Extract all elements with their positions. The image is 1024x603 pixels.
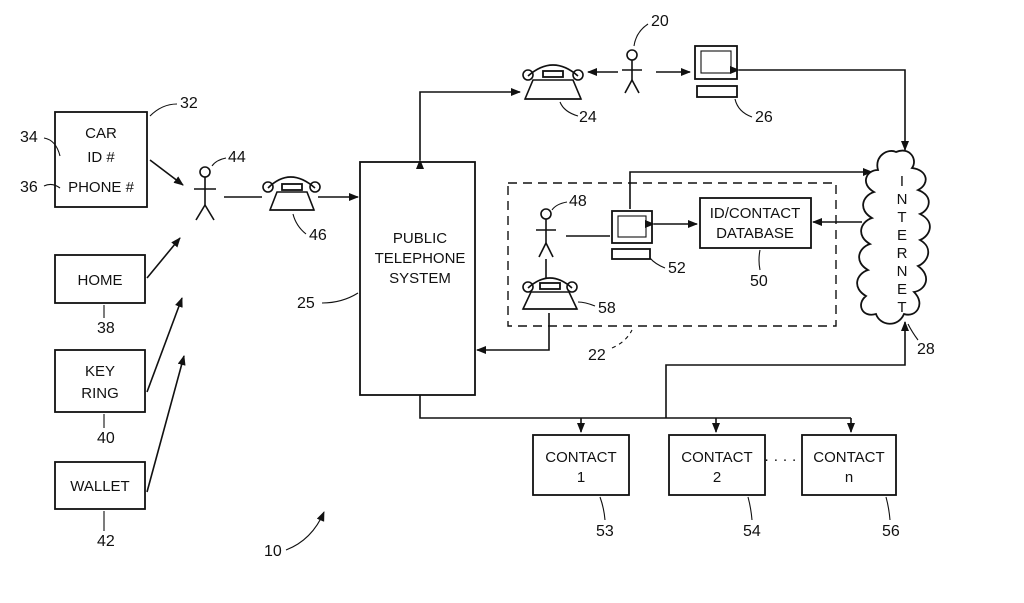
ref-53: 53 xyxy=(596,523,614,540)
car-label: CAR xyxy=(85,125,117,142)
home-label: HOME xyxy=(78,272,123,289)
ref-54: 54 xyxy=(743,523,761,540)
ref-24: 24 xyxy=(579,109,597,126)
ref-22: 22 xyxy=(588,347,606,364)
computer-52-icon xyxy=(612,211,652,259)
contact-n-number: n xyxy=(845,469,853,486)
leader-50 xyxy=(759,250,760,270)
internet-letter: T xyxy=(897,209,906,226)
leader-56 xyxy=(886,497,890,520)
car-phone-label: PHONE # xyxy=(68,179,135,196)
wallet-box: WALLET xyxy=(55,462,145,509)
ref-48: 48 xyxy=(569,193,587,210)
ref-38: 38 xyxy=(97,320,115,337)
contact-2-box: CONTACT 2 xyxy=(669,435,765,495)
arrow-home-to-person xyxy=(147,238,180,278)
leader-44 xyxy=(212,158,226,166)
pts-label-3: SYSTEM xyxy=(389,270,451,287)
leader-52 xyxy=(650,258,665,268)
contact-1-label: CONTACT xyxy=(545,449,616,466)
contact-2-label: CONTACT xyxy=(681,449,752,466)
leader-22 xyxy=(612,330,632,348)
car-id-label: ID # xyxy=(87,149,115,166)
internet-letter: N xyxy=(897,263,908,280)
wallet-label: WALLET xyxy=(70,478,129,495)
ref-58: 58 xyxy=(598,300,616,317)
key-label: KEY xyxy=(85,363,115,380)
arrow-keyring-to-person xyxy=(147,298,182,392)
leader-32 xyxy=(150,104,177,116)
ref-34: 34 xyxy=(20,129,38,146)
leader-54 xyxy=(748,497,752,520)
home-box: HOME xyxy=(55,255,145,303)
leader-58 xyxy=(578,302,595,306)
leader-26 xyxy=(735,99,752,117)
contact-1-box: CONTACT 1 xyxy=(533,435,629,495)
ref-52: 52 xyxy=(668,260,686,277)
contact-2-number: 2 xyxy=(713,469,721,486)
telephone-24-icon xyxy=(523,65,583,99)
ref-10: 10 xyxy=(264,543,282,560)
ref-25: 25 xyxy=(297,295,315,312)
leader-25 xyxy=(322,293,358,303)
ref-56: 56 xyxy=(882,523,900,540)
contact-ellipsis: · · · · · xyxy=(764,451,806,468)
arrow-phone58-to-pts xyxy=(477,313,549,350)
person-48-icon xyxy=(536,209,556,257)
internet-letter: R xyxy=(897,245,908,262)
key-ring-box: KEY RING xyxy=(55,350,145,412)
db-label-2: DATABASE xyxy=(716,225,794,242)
db-label-1: ID/CONTACT xyxy=(710,205,801,222)
ref-36: 36 xyxy=(20,179,38,196)
internet-letter: T xyxy=(897,299,906,316)
ref-40: 40 xyxy=(97,430,115,447)
ref-46: 46 xyxy=(309,227,327,244)
contact-n-label: CONTACT xyxy=(813,449,884,466)
telephone-46-icon xyxy=(263,177,320,210)
link-pts-phone24 xyxy=(420,92,520,160)
ref-44: 44 xyxy=(228,149,246,166)
internet-cloud xyxy=(857,151,930,324)
ref-26: 26 xyxy=(755,109,773,126)
person-20-icon xyxy=(622,50,642,93)
ref-42: 42 xyxy=(97,533,115,550)
car-box: CAR ID # PHONE # xyxy=(55,112,147,207)
internet-label: I N T E R N E T xyxy=(897,173,908,316)
leader-24 xyxy=(560,102,578,116)
leader-20 xyxy=(634,24,648,46)
internet-letter: I xyxy=(900,173,904,190)
bus-pts-to-contacts xyxy=(420,395,851,418)
leader-28 xyxy=(908,324,918,340)
internet-letter: N xyxy=(897,191,908,208)
computer-26-icon xyxy=(695,46,737,97)
ref-20: 20 xyxy=(651,13,669,30)
telephone-58-icon xyxy=(523,278,577,309)
ring-label: RING xyxy=(81,385,119,402)
pts-label-1: PUBLIC xyxy=(393,230,447,247)
ref-28: 28 xyxy=(917,341,935,358)
leader-10 xyxy=(286,512,324,550)
leader-48 xyxy=(552,202,567,210)
leader-46 xyxy=(293,214,306,234)
leader-53 xyxy=(600,497,605,520)
link-bus-to-internet xyxy=(666,322,905,418)
pts-label-2: TELEPHONE xyxy=(375,250,466,267)
arrow-car-to-person xyxy=(150,160,183,185)
ref-32: 32 xyxy=(180,95,198,112)
ref-50: 50 xyxy=(750,273,768,290)
internet-letter: E xyxy=(897,281,907,298)
public-telephone-system-box: PUBLIC TELEPHONE SYSTEM xyxy=(360,162,475,395)
internet-letter: E xyxy=(897,227,907,244)
person-44-icon xyxy=(194,167,216,220)
id-contact-database-box: ID/CONTACT DATABASE xyxy=(700,198,811,248)
contact-n-box: CONTACT n xyxy=(802,435,896,495)
contact-1-number: 1 xyxy=(577,469,585,486)
